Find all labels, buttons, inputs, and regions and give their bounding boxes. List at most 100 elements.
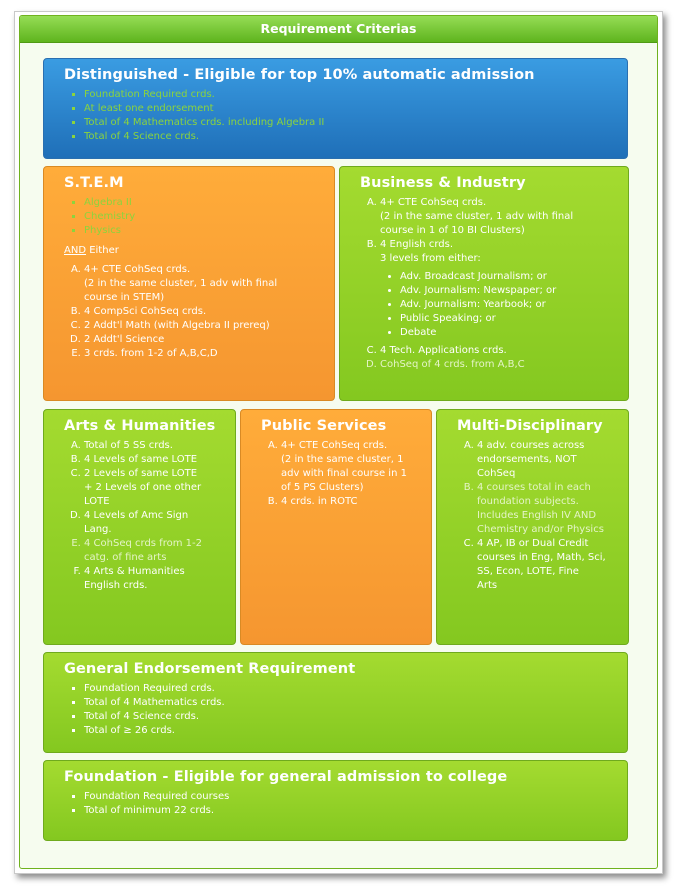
- option-subtext: course in 1 of 10 BI Clusters): [380, 225, 525, 236]
- list-item: 2 Addt'l Math (with Algebra II prereq): [84, 319, 334, 333]
- general-title: General Endorsement Requirement: [64, 661, 356, 677]
- option-text: 4+ CTE CohSeq crds.: [380, 197, 487, 208]
- option-subtext: foundation subjects.: [477, 496, 579, 507]
- multi-title: Multi-Disciplinary: [457, 418, 603, 434]
- list-item: 4 courses total in each foundation subje…: [477, 481, 628, 537]
- multi-list: 4 adv. courses across endorsements, NOT …: [457, 439, 628, 593]
- option-text: 4 Levels of Amc Sign: [84, 510, 189, 521]
- option-subtext: Includes English IV AND: [477, 510, 597, 521]
- list-item: Total of ≥ 26 crds.: [84, 724, 627, 738]
- option-subtext: LOTE: [84, 496, 110, 507]
- option-subtext: endorsements, NOT: [477, 454, 577, 465]
- option-text: 4 adv. courses across: [477, 440, 585, 451]
- stem-title: S.T.E.M: [64, 175, 124, 191]
- public-title: Public Services: [261, 418, 387, 434]
- list-item: 4 Arts & Humanities English crds.: [84, 565, 235, 593]
- list-item: 4 crds. in ROTC: [281, 495, 431, 509]
- option-text: 4+ CTE CohSeq crds.: [281, 440, 388, 451]
- list-item: 4 AP, IB or Dual Credit courses in Eng, …: [477, 537, 628, 593]
- list-item: 4+ CTE CohSeq crds. (2 in the same clust…: [380, 196, 628, 238]
- option-subtext: Chemistry and/or Physics: [477, 524, 604, 535]
- panel-header-title: Requirement Criterias: [20, 16, 657, 43]
- multi-box: Multi-Disciplinary 4 adv. courses across…: [436, 409, 629, 645]
- list-item: 4 adv. courses across endorsements, NOT …: [477, 439, 628, 481]
- public-box: Public Services 4+ CTE CohSeq crds. (2 i…: [240, 409, 432, 645]
- list-item: Total of minimum 22 crds.: [84, 804, 627, 818]
- list-item: 4 Levels of same LOTE: [84, 453, 235, 467]
- option-text: 4 AP, IB or Dual Credit: [477, 538, 589, 549]
- requirements-panel: Requirement Criterias Distinguished - El…: [19, 15, 658, 869]
- business-box: Business & Industry 4+ CTE CohSeq crds. …: [339, 166, 629, 401]
- option-text: 4+ CTE CohSeq crds.: [84, 264, 191, 275]
- list-item: Total of 4 Science crds.: [84, 130, 627, 144]
- list-item: Total of 4 Science crds.: [84, 710, 627, 724]
- list-item: 4 Tech. Applications crds.: [380, 344, 628, 358]
- distinguished-title: Distinguished - Eligible for top 10% aut…: [64, 67, 535, 83]
- list-item: 3 crds. from 1-2 of A,B,C,D: [84, 347, 334, 361]
- list-item: 4 Levels of Amc Sign Lang.: [84, 509, 235, 537]
- option-subtext: courses in Eng, Math, Sci,: [477, 552, 606, 563]
- option-subtext: (2 in the same cluster, 1: [281, 454, 404, 465]
- distinguished-box: Distinguished - Eligible for top 10% aut…: [43, 58, 628, 159]
- option-subtext: of 5 PS Clusters): [281, 482, 364, 493]
- option-subtext: Arts: [477, 580, 498, 591]
- arts-box: Arts & Humanities Total of 5 SS crds. 4 …: [43, 409, 236, 645]
- list-item: Adv. Broadcast Journalism; or: [400, 270, 628, 284]
- option-text: 2 Levels of same LOTE: [84, 468, 198, 479]
- list-item: Adv. Journalism: Newspaper; or: [400, 284, 628, 298]
- option-subtext: + 2 Levels of one other: [84, 482, 202, 493]
- option-subtext: catg. of fine arts: [84, 552, 167, 563]
- arts-list: Total of 5 SS crds. 4 Levels of same LOT…: [64, 439, 235, 593]
- list-item: 4+ CTE CohSeq crds. (2 in the same clust…: [84, 263, 334, 305]
- option-subtext: (2 in the same cluster, 1 adv with final: [84, 278, 278, 289]
- list-item: Total of 5 SS crds.: [84, 439, 235, 453]
- list-item: 4 CompSci CohSeq crds.: [84, 305, 334, 319]
- list-item: 4 CohSeq crds from 1-2 catg. of fine art…: [84, 537, 235, 565]
- option-subtext: English crds.: [84, 580, 148, 591]
- option-subtext: CohSeq: [477, 468, 516, 479]
- general-list: Foundation Required crds. Total of 4 Mat…: [64, 682, 627, 738]
- list-item: Debate: [400, 326, 628, 340]
- list-item: 2 Addt'l Science: [84, 333, 334, 347]
- distinguished-list: Foundation Required crds. At least one e…: [64, 88, 627, 144]
- general-box: General Endorsement Requirement Foundati…: [43, 652, 628, 753]
- list-item: 4+ CTE CohSeq crds. (2 in the same clust…: [281, 439, 431, 495]
- list-item: Algebra II: [84, 196, 334, 210]
- stem-box: S.T.E.M Algebra II Chemistry Physics AND…: [43, 166, 335, 401]
- option-text: 4 Arts & Humanities: [84, 566, 185, 577]
- option-text: 4 CohSeq crds from 1-2: [84, 538, 202, 549]
- foundation-title: Foundation - Eligible for general admiss…: [64, 769, 508, 785]
- list-item: Foundation Required courses: [84, 790, 627, 804]
- either-label: Either: [86, 245, 119, 256]
- list-item: CohSeq of 4 crds. from A,B,C: [380, 358, 628, 372]
- business-list: 4+ CTE CohSeq crds. (2 in the same clust…: [360, 196, 628, 372]
- option-text: 4 English crds.: [380, 239, 453, 250]
- option-subtext: 3 levels from either:: [380, 253, 481, 264]
- list-item: Total of 4 Mathematics crds.: [84, 696, 627, 710]
- page-frame: Requirement Criterias Distinguished - El…: [14, 11, 663, 874]
- stem-subject-list: Algebra II Chemistry Physics: [64, 196, 334, 238]
- list-item: Adv. Journalism: Yearbook; or: [400, 298, 628, 312]
- business-title: Business & Industry: [360, 175, 526, 191]
- and-label: AND: [64, 245, 87, 256]
- option-subtext: adv with final course in 1: [281, 468, 407, 479]
- stem-options-list: 4+ CTE CohSeq crds. (2 in the same clust…: [64, 263, 334, 361]
- list-item: Physics: [84, 224, 334, 238]
- list-item: Foundation Required crds.: [84, 682, 627, 696]
- option-subtext: course in STEM): [84, 292, 165, 303]
- stem-and-either: AND Either: [64, 244, 334, 258]
- list-item: 2 Levels of same LOTE + 2 Levels of one …: [84, 467, 235, 509]
- foundation-box: Foundation - Eligible for general admiss…: [43, 760, 628, 841]
- list-item: At least one endorsement: [84, 102, 627, 116]
- option-subtext: (2 in the same cluster, 1 adv with final: [380, 211, 574, 222]
- option-subtext: SS, Econ, LOTE, Fine: [477, 566, 579, 577]
- option-subtext: Lang.: [84, 524, 112, 535]
- list-item: 4 English crds. 3 levels from either: Ad…: [380, 238, 628, 340]
- list-item: Total of 4 Mathematics crds. including A…: [84, 116, 627, 130]
- option-text: 4 courses total in each: [477, 482, 591, 493]
- english-levels-list: Adv. Broadcast Journalism; or Adv. Journ…: [380, 270, 628, 340]
- arts-title: Arts & Humanities: [64, 418, 216, 434]
- list-item: Public Speaking; or: [400, 312, 628, 326]
- public-list: 4+ CTE CohSeq crds. (2 in the same clust…: [261, 439, 431, 509]
- foundation-list: Foundation Required courses Total of min…: [64, 790, 627, 818]
